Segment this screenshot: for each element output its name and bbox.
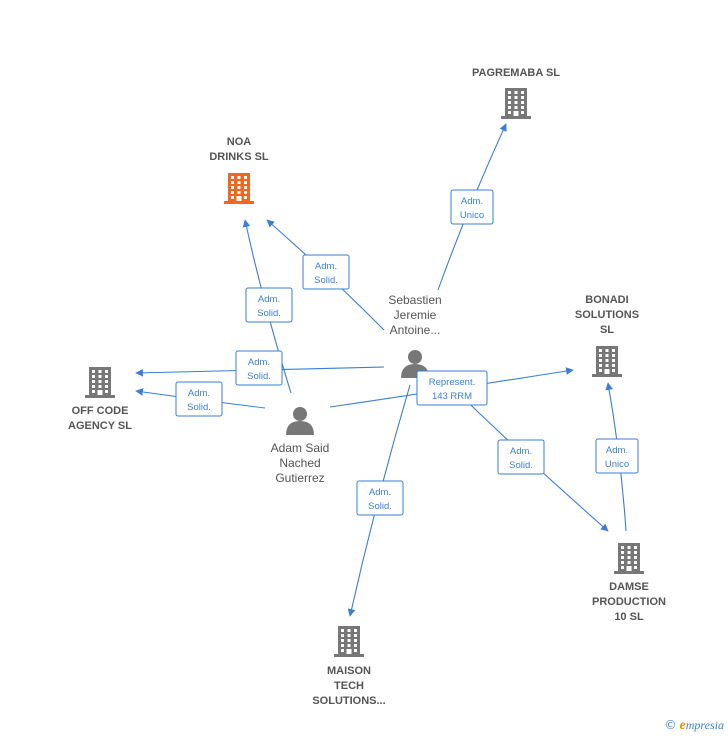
brand-name: mpresia bbox=[685, 718, 724, 732]
node-label: Antoine... bbox=[390, 323, 441, 337]
building-icon bbox=[224, 173, 254, 204]
edge-label-box bbox=[302, 254, 350, 290]
edge-label-adam-noa[interactable]: Adm. Solid. bbox=[245, 287, 293, 323]
node-noa[interactable]: NOA DRINKS SL bbox=[209, 136, 269, 204]
edge-label-text: Adm. bbox=[510, 446, 532, 457]
edge-label-text: Adm. bbox=[258, 294, 280, 305]
edge-label-text: Solid. bbox=[314, 275, 338, 286]
node-label: TECH bbox=[334, 680, 364, 692]
edge-label-sebastien-noa[interactable]: Adm. Solid. bbox=[302, 254, 350, 290]
copyright-symbol: © bbox=[664, 718, 677, 732]
node-pagremaba[interactable]: PAGREMABA SL bbox=[472, 67, 560, 119]
person-icon bbox=[286, 407, 314, 435]
edge-label-box bbox=[497, 439, 545, 475]
node-label: BONADI bbox=[585, 294, 628, 306]
edge-label-text: Adm. bbox=[188, 388, 210, 399]
node-bonadi[interactable]: BONADI SOLUTIONS SL bbox=[575, 294, 639, 377]
node-label: SL bbox=[600, 324, 614, 336]
node-label: OFF CODE bbox=[72, 405, 129, 417]
node-offcode[interactable]: OFF CODE AGENCY SL bbox=[68, 367, 132, 432]
node-label: 10 SL bbox=[614, 611, 644, 623]
building-icon bbox=[85, 367, 115, 398]
node-damse[interactable]: DAMSE PRODUCTION 10 SL bbox=[592, 543, 666, 623]
node-label: DRINKS SL bbox=[209, 151, 269, 163]
edge-label-text: Adm. bbox=[315, 261, 337, 272]
edge-label-box bbox=[235, 350, 283, 386]
node-sebastien[interactable]: SebastienJeremieAntoine... bbox=[388, 293, 442, 378]
edge-label-box bbox=[245, 287, 293, 323]
edge-label-box bbox=[175, 381, 223, 417]
edge-label-box bbox=[595, 438, 639, 474]
edge-label-text: Solid. bbox=[509, 460, 533, 471]
building-icon bbox=[334, 626, 364, 657]
node-label: Jeremie bbox=[394, 308, 437, 322]
edge-label-text: Adm. bbox=[606, 445, 628, 456]
edge-label-sebastien-damse[interactable]: Adm. Solid. bbox=[497, 439, 545, 475]
edge-label-box bbox=[356, 480, 404, 516]
nodes-layer: PAGREMABA SL NOA DRINKS SL BONADI SOLUTIONS S… bbox=[68, 67, 666, 707]
node-label: Gutierrez bbox=[275, 471, 324, 485]
node-label: SOLUTIONS... bbox=[312, 695, 385, 707]
node-label: AGENCY SL bbox=[68, 420, 132, 432]
building-icon bbox=[592, 346, 622, 377]
edge-label-adam-offcode[interactable]: Adm. Solid. bbox=[175, 381, 223, 417]
node-label: SOLUTIONS bbox=[575, 309, 639, 321]
edge-labels-layer: Adm.UnicoAdm.Solid.Adm.Solid.Adm.Solid.A… bbox=[175, 189, 639, 516]
brand-initial: e bbox=[679, 718, 686, 733]
edge-label-text: Adm. bbox=[461, 196, 483, 207]
edge-label-sebastien-offcode[interactable]: Adm. Solid. bbox=[235, 350, 283, 386]
building-icon bbox=[501, 88, 531, 119]
node-label: MAISON bbox=[327, 665, 371, 677]
edge-label-text: Solid. bbox=[257, 308, 281, 319]
edge-label-sebastien-pagremaba[interactable]: Adm. Unico bbox=[450, 189, 494, 225]
edges-layer bbox=[135, 123, 627, 617]
edge-label-damse-bonadi[interactable]: Adm. Unico bbox=[595, 438, 639, 474]
edge-label-sebastien-maison[interactable]: Adm. Solid. bbox=[356, 480, 404, 516]
edge-label-text: Represent. bbox=[429, 377, 475, 388]
edge-label-text: Unico bbox=[605, 459, 629, 470]
footer-brand: ©empresia bbox=[665, 718, 724, 734]
edge-label-text: 143 RRM bbox=[432, 391, 472, 402]
edge-label-text: Solid. bbox=[247, 371, 271, 382]
edge-label-box bbox=[416, 370, 488, 406]
node-label: PRODUCTION bbox=[592, 596, 666, 608]
node-label: Nached bbox=[279, 456, 320, 470]
node-label: DAMSE bbox=[609, 581, 649, 593]
node-label: NOA bbox=[227, 136, 252, 148]
node-maison[interactable]: MAISON TECH SOLUTIONS... bbox=[312, 626, 386, 707]
edge-label-text: Solid. bbox=[368, 501, 392, 512]
edge-label-text: Adm. bbox=[248, 357, 270, 368]
edge-label-text: Solid. bbox=[187, 402, 211, 413]
node-label: PAGREMABA SL bbox=[472, 67, 560, 79]
edge-label-adam-bonadi[interactable]: Represent. 143 RRM bbox=[416, 370, 488, 406]
building-icon bbox=[614, 543, 644, 574]
edge-label-text: Unico bbox=[460, 210, 484, 221]
edge-label-box bbox=[450, 189, 494, 225]
node-label: Sebastien bbox=[388, 293, 441, 307]
node-label: Adam Said bbox=[271, 441, 330, 455]
edge-label-text: Adm. bbox=[369, 487, 391, 498]
